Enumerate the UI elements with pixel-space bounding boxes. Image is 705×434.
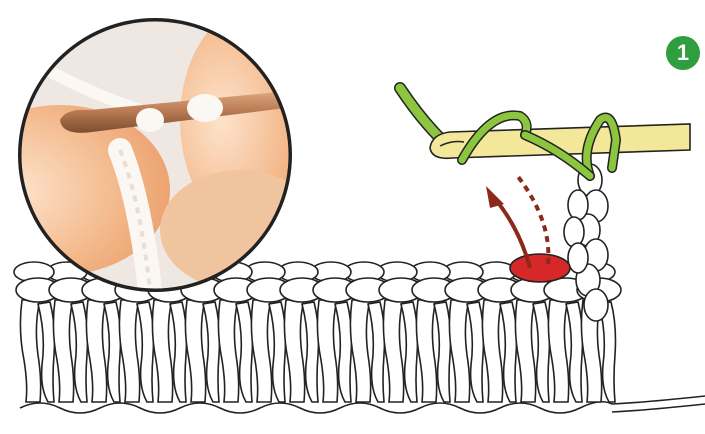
stitch-post xyxy=(53,300,73,402)
stitch-post xyxy=(152,300,172,402)
stitch-post xyxy=(119,300,139,402)
hook-group xyxy=(400,88,690,176)
stitch-post xyxy=(218,300,238,402)
stitch-post xyxy=(449,300,469,402)
stitch-post xyxy=(86,300,106,402)
stitch-post xyxy=(515,300,535,402)
stitch-post xyxy=(548,300,568,402)
stitch-post xyxy=(284,300,304,402)
stitch-post xyxy=(317,300,337,402)
target-stitch xyxy=(510,254,570,282)
stitch-post xyxy=(185,300,205,402)
inset-photo xyxy=(0,10,320,295)
stitch-post xyxy=(416,300,436,402)
step-number-badge: 1 xyxy=(666,36,700,70)
stitch-posts xyxy=(20,300,615,402)
stitch-post xyxy=(383,300,403,402)
stitch-post xyxy=(251,300,271,402)
stitch-post xyxy=(350,300,370,402)
stitch-post xyxy=(20,300,40,402)
stitch-post xyxy=(482,300,502,402)
